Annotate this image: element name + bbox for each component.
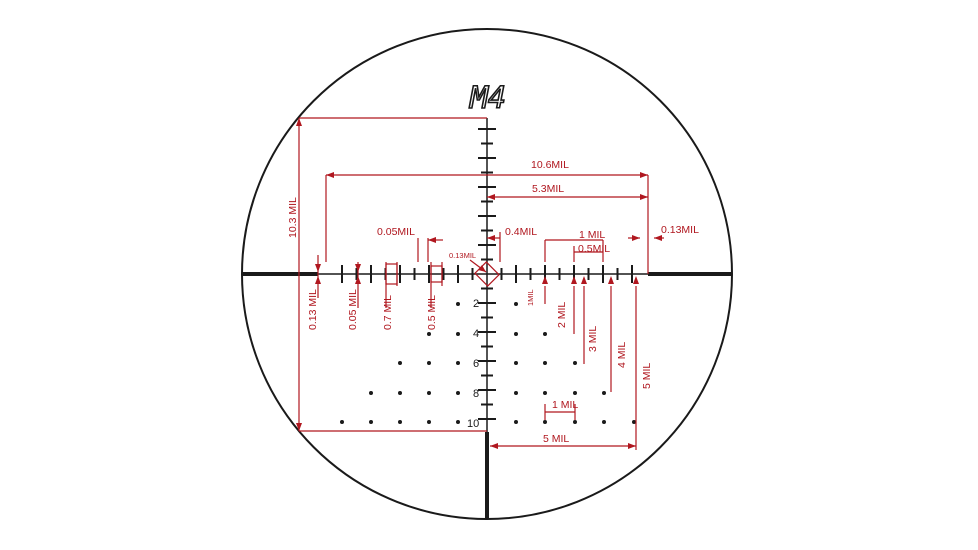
label-3-mil: 3 MIL bbox=[587, 326, 599, 352]
holdover-dot bbox=[602, 391, 606, 395]
label-0-13-mil-right: 0.13MIL bbox=[661, 224, 699, 236]
arrowhead bbox=[640, 194, 648, 200]
arrowhead bbox=[581, 276, 587, 284]
arrowhead bbox=[355, 264, 361, 272]
label-0-4-mil: 0.4MIL bbox=[505, 226, 537, 238]
holdover-number-6: 6 bbox=[473, 358, 479, 370]
label-0-05-mil-top: 0.05MIL bbox=[377, 226, 415, 238]
arrowhead bbox=[487, 194, 495, 200]
label-10-6-mil: 10.6MIL bbox=[531, 159, 569, 171]
arrowhead bbox=[633, 276, 639, 284]
label-4-mil: 4 MIL bbox=[616, 342, 628, 368]
holdover-dot bbox=[514, 420, 518, 424]
holdover-dot bbox=[427, 420, 431, 424]
label-5-mil-vertical: 5 MIL bbox=[641, 363, 653, 389]
holdover-dot bbox=[456, 302, 460, 306]
holdover-dot bbox=[543, 391, 547, 395]
label-2-mil: 2 MIL bbox=[556, 302, 568, 328]
holdover-dot bbox=[543, 420, 547, 424]
holdover-dot bbox=[543, 332, 547, 336]
model-label: M4 bbox=[469, 81, 506, 116]
holdover-numbers: 2 4 6 8 10 bbox=[467, 298, 479, 430]
holdover-dot bbox=[514, 332, 518, 336]
arrowhead bbox=[326, 172, 334, 178]
label-1-mil-vertical: 1MIL bbox=[526, 289, 535, 306]
holdover-dot bbox=[514, 361, 518, 365]
label-1-mil-bottom: 1 MIL bbox=[552, 399, 578, 411]
arrowhead bbox=[296, 118, 302, 126]
holdover-dot bbox=[632, 420, 636, 424]
holdover-dot-grid bbox=[340, 302, 636, 424]
arrowhead bbox=[355, 276, 361, 284]
arrowhead bbox=[632, 235, 640, 241]
holdover-dot bbox=[573, 420, 577, 424]
holdover-dot bbox=[573, 391, 577, 395]
arrowhead bbox=[542, 276, 548, 284]
holdover-dot bbox=[369, 391, 373, 395]
crosshair bbox=[242, 118, 732, 519]
arrowheads bbox=[296, 118, 662, 449]
holdover-number-2: 2 bbox=[473, 298, 479, 310]
dimension-labels: 10.6MIL 5.3MIL 10.3 MIL 0.05MIL 0.4MIL 1… bbox=[287, 159, 699, 445]
arrowhead bbox=[428, 237, 436, 243]
bracket-0-7 bbox=[385, 263, 398, 285]
holdover-dot bbox=[427, 391, 431, 395]
holdover-number-4: 4 bbox=[473, 328, 479, 340]
holdover-dot bbox=[543, 361, 547, 365]
holdover-dot bbox=[398, 361, 402, 365]
holdover-dot bbox=[369, 420, 373, 424]
arrowhead bbox=[628, 443, 636, 449]
label-0-13-mil-left: 0.13 MIL bbox=[307, 289, 319, 330]
arrowhead bbox=[608, 276, 614, 284]
label-1-mil-top: 1 MIL bbox=[579, 229, 605, 241]
vertical-ticks bbox=[478, 128, 496, 420]
holdover-dot bbox=[602, 420, 606, 424]
arrowhead bbox=[296, 423, 302, 431]
arrowhead bbox=[571, 276, 577, 284]
arrowhead bbox=[315, 276, 321, 284]
arrowhead bbox=[490, 443, 498, 449]
arrowhead bbox=[640, 172, 648, 178]
holdover-number-10: 10 bbox=[467, 418, 479, 430]
holdover-dot bbox=[427, 361, 431, 365]
arrowhead bbox=[478, 265, 486, 272]
arrowhead bbox=[487, 235, 495, 241]
holdover-number-8: 8 bbox=[473, 388, 479, 400]
holdover-dot bbox=[398, 420, 402, 424]
holdover-dot bbox=[427, 332, 431, 336]
label-0-7-mil: 0.7 MIL bbox=[382, 295, 394, 330]
holdover-dot bbox=[398, 391, 402, 395]
holdover-dot bbox=[340, 420, 344, 424]
holdover-dot bbox=[456, 391, 460, 395]
holdover-dot bbox=[514, 302, 518, 306]
holdover-dot bbox=[456, 332, 460, 336]
holdover-dot bbox=[514, 391, 518, 395]
holdover-dot bbox=[456, 420, 460, 424]
holdover-dot bbox=[456, 361, 460, 365]
label-0-5-mil-left: 0.5 MIL bbox=[426, 295, 438, 330]
label-5-3-mil: 5.3MIL bbox=[532, 183, 564, 195]
holdover-dot bbox=[573, 361, 577, 365]
label-0-13-mil-center: 0.13MIL bbox=[449, 251, 476, 260]
label-5-mil-bottom: 5 MIL bbox=[543, 433, 569, 445]
arrowhead bbox=[315, 264, 321, 272]
label-10-3-mil: 10.3 MIL bbox=[287, 197, 299, 238]
label-0-5-mil-top: 0.5MIL bbox=[578, 243, 610, 255]
arrowhead bbox=[654, 235, 662, 241]
label-0-05-mil-left: 0.05 MIL bbox=[347, 289, 359, 330]
bracket-boxes bbox=[385, 261, 500, 287]
bracket-0-5 bbox=[430, 265, 443, 283]
